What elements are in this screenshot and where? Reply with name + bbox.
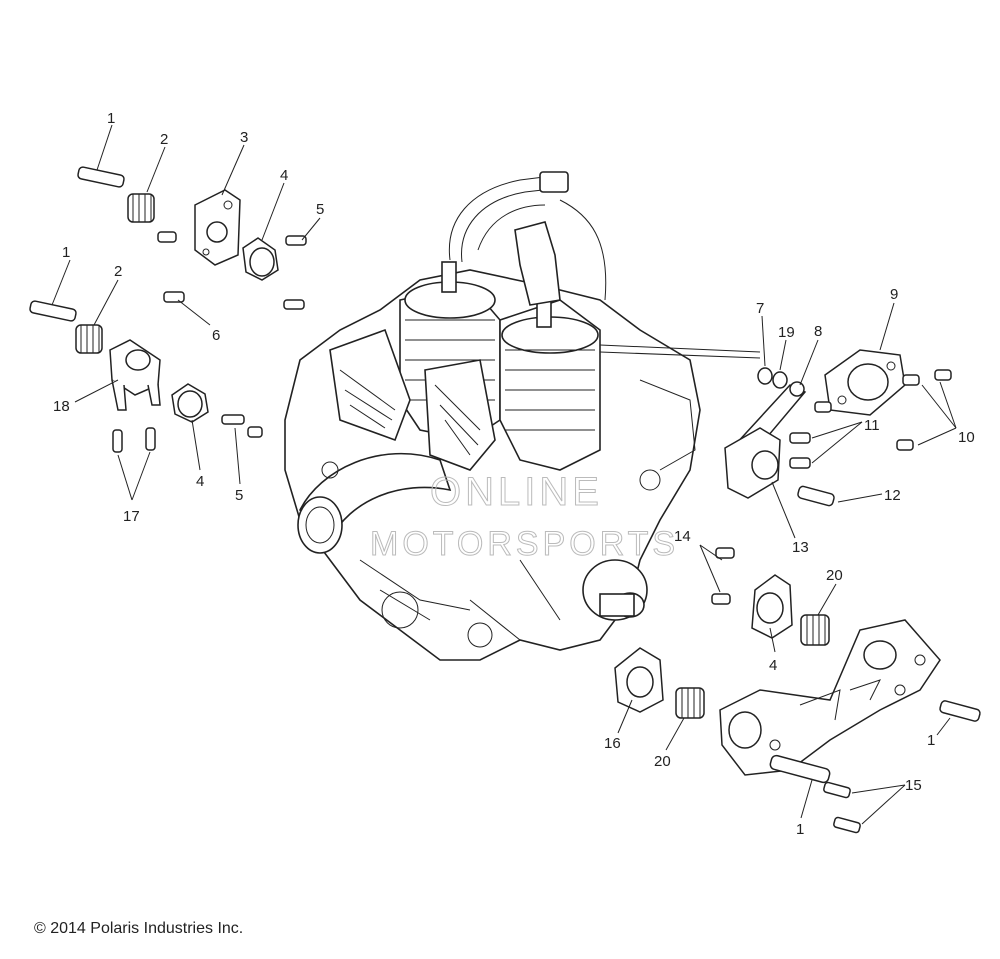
bracket-part-13 <box>724 427 781 499</box>
bolt-part-1-lower <box>769 754 831 784</box>
callout-8: 8 <box>814 323 822 340</box>
engine-mount-part-4-upper <box>242 237 279 281</box>
callout-18: 18 <box>53 398 70 415</box>
callout-9: 9 <box>890 286 898 303</box>
callout-3: 3 <box>240 129 248 146</box>
bolt-part-15-b <box>833 816 861 834</box>
damper-part-20-upper <box>800 614 830 646</box>
bolt-part-14-a <box>715 547 735 559</box>
leader-lines <box>51 124 957 825</box>
bolt-part-1-middle <box>29 300 77 322</box>
callout-1d: 1 <box>796 821 804 838</box>
callout-17: 17 <box>123 508 140 525</box>
mount-plate-part-9 <box>824 349 906 416</box>
bracket-part-18 <box>109 339 161 411</box>
callout-1b: 1 <box>62 244 70 261</box>
callout-20b: 20 <box>654 753 671 770</box>
callout-13: 13 <box>792 539 809 556</box>
callout-2b: 2 <box>114 263 122 280</box>
bolt-part-5-upper-b <box>283 299 305 310</box>
callout-1c: 1 <box>927 732 935 749</box>
callout-4a: 4 <box>280 167 288 184</box>
callout-2a: 2 <box>160 131 168 148</box>
bolt-part-10-d <box>814 401 832 413</box>
bolt-part-14-b <box>711 593 731 605</box>
nut-part-7 <box>757 367 773 385</box>
callout-20a: 20 <box>826 567 843 584</box>
watermark: ONLINE MOTORSPORTS <box>370 470 679 564</box>
callout-15: 15 <box>905 777 922 794</box>
callout-1a: 1 <box>107 110 115 127</box>
bolt-part-10-a <box>902 374 920 386</box>
bolt-part-1-right <box>939 700 981 722</box>
washer-middle <box>247 426 263 438</box>
engine-mount-part-4-lower <box>751 574 793 639</box>
callout-11: 11 <box>864 417 880 434</box>
damper-part-20-lower <box>675 687 705 719</box>
engine-assembly <box>284 171 761 661</box>
bolt-part-6 <box>163 291 185 303</box>
callout-10: 10 <box>958 429 975 446</box>
damper-part-2-upper <box>127 193 155 223</box>
bolt-part-5-upper <box>285 235 307 246</box>
bolt-part-17-b <box>145 427 156 451</box>
middle-left-mount-group <box>29 300 263 453</box>
callout-4b: 4 <box>196 473 204 490</box>
watermark-line2: MOTORSPORTS <box>370 525 679 563</box>
bolt-part-1-upper <box>77 166 125 188</box>
callout-4c: 4 <box>769 657 777 674</box>
bolt-part-17-a <box>112 429 123 453</box>
callout-numbers: 1 2 3 4 5 6 1 2 18 4 5 17 7 19 8 9 10 11… <box>53 110 975 838</box>
bolt-part-11-a <box>789 432 811 444</box>
callout-16: 16 <box>604 735 621 752</box>
callout-7: 7 <box>756 300 764 317</box>
bolt-part-11-b <box>789 457 811 469</box>
bolt-part-10-c <box>896 439 914 451</box>
bolt-part-5-middle <box>221 414 245 425</box>
damper-part-2-middle <box>75 324 103 354</box>
large-mount-bracket <box>719 619 941 776</box>
engine-mount-part-16 <box>614 647 664 713</box>
bolt-small-upper <box>157 231 177 243</box>
bolt-part-10-b <box>934 369 952 381</box>
callout-5a: 5 <box>316 201 324 218</box>
copyright-notice: © 2014 Polaris Industries Inc. <box>34 920 244 937</box>
callout-14: 14 <box>674 528 691 545</box>
right-upper-mount-group <box>724 349 952 507</box>
upper-left-mount-group <box>77 166 307 310</box>
callout-19: 19 <box>778 324 795 341</box>
callout-6: 6 <box>212 327 220 344</box>
watermark-line1: ONLINE <box>430 470 603 514</box>
engine-mount-part-4-middle <box>171 383 209 423</box>
bolt-part-12 <box>797 485 835 507</box>
right-lower-mount-group <box>614 547 981 834</box>
callout-12: 12 <box>884 487 901 504</box>
callout-5b: 5 <box>235 487 243 504</box>
bolt-part-15-a <box>823 781 851 799</box>
bracket-part-3 <box>194 189 241 266</box>
washer-part-19 <box>772 371 788 389</box>
